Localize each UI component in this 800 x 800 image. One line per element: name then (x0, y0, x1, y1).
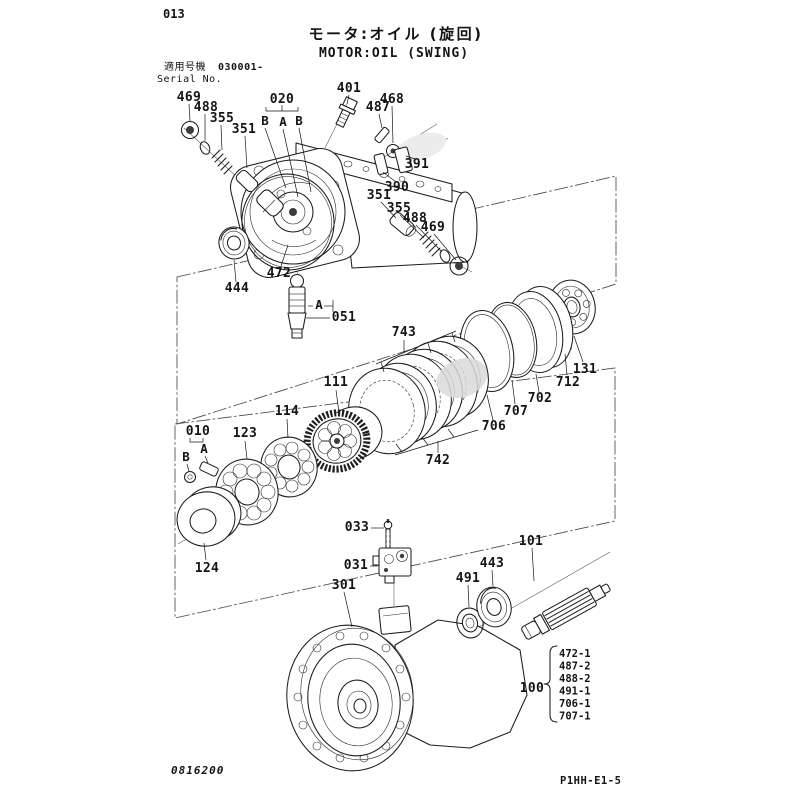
bolt-401 (335, 96, 358, 128)
part-label-131: 131 (573, 362, 597, 377)
serial-label-en: Serial No. (157, 74, 222, 85)
part-label-020: 020 (270, 92, 294, 107)
part-label-351: 351 (232, 122, 256, 137)
part-label-401: 401 (337, 81, 361, 96)
plate-391 (394, 146, 413, 174)
motor-head-assembly (230, 142, 478, 278)
part-label-123: 123 (233, 426, 257, 441)
part-label-469: 469 (177, 90, 201, 105)
serial-value: 030001- (218, 62, 264, 73)
shaft-101 (521, 583, 611, 640)
page-header: 013 モータ:オイル (旋回) MOTOR:OIL (SWING) 適用号機 … (157, 7, 484, 85)
part-label-712: 712 (556, 375, 580, 390)
plate-390 (373, 152, 389, 176)
valve-block-031 (372, 547, 412, 606)
marker-b2: B (295, 113, 303, 128)
drawing-code: P1HH-E1-5 (560, 775, 621, 787)
part-label-355: 355 (210, 111, 234, 126)
spring-355-top (211, 149, 233, 175)
motor-case-301 (286, 605, 528, 772)
part-label-487: 487 (366, 100, 390, 115)
page-title-jp: モータ:オイル (旋回) (309, 25, 484, 43)
group-100-item: 491-1 (559, 686, 591, 698)
valve-351-top (235, 169, 259, 193)
part-label-742: 742 (426, 453, 450, 468)
group-100-item: 488-2 (559, 673, 591, 685)
serial-label-jp: 適用号機 (164, 60, 206, 73)
part-label-743: 743 (392, 325, 416, 340)
o-ring-488-right (439, 249, 451, 263)
page-title-en: MOTOR:OIL (SWING) (319, 46, 469, 61)
valve-351-right (389, 212, 417, 237)
part-labels: 469 488 355 351 020 B A B 401 487 468 39… (177, 81, 597, 593)
group-100-label: 100 (520, 681, 544, 696)
plug-469-top (180, 120, 200, 140)
part-label-114: 114 (275, 404, 299, 419)
bearing-444 (218, 226, 250, 260)
part-label-101: 101 (519, 534, 543, 549)
pin-487 (374, 126, 390, 144)
marker-a1: A (279, 114, 287, 129)
part-label-010: 010 (186, 424, 210, 439)
o-ring-488-top (199, 141, 211, 155)
part-label-491: 491 (456, 571, 480, 586)
marker-a3: A (200, 441, 208, 456)
part-label-391: 391 (405, 157, 429, 172)
part-label-488: 488 (194, 100, 218, 115)
part-label-469b: 469 (421, 220, 445, 235)
part-label-031: 031 (344, 558, 368, 573)
part-label-033: 033 (345, 520, 369, 535)
marker-a2: A (315, 297, 323, 312)
part-label-468: 468 (380, 92, 404, 107)
part-label-301: 301 (332, 578, 356, 593)
part-label-390: 390 (385, 180, 409, 195)
part-label-124: 124 (195, 561, 219, 576)
spring-355-right (419, 231, 441, 257)
part-label-706: 706 (482, 419, 506, 434)
part-label-702: 702 (528, 391, 552, 406)
part-label-051: 051 (332, 310, 356, 325)
doc-number: 0816200 (171, 764, 224, 777)
sleeve-plug-top (256, 189, 284, 217)
valve-assembly-051 (287, 273, 307, 339)
group-100-item: 487-2 (559, 661, 591, 673)
bearing-443 (476, 586, 512, 628)
part-label-355b: 355 (387, 201, 411, 216)
marker-b1: B (261, 113, 269, 128)
fastener-set-010 (183, 461, 219, 484)
part-label-444: 444 (225, 281, 249, 296)
cylinder-block-111 (303, 406, 383, 473)
part-label-488b: 488 (403, 211, 427, 226)
group-100-item: 472-1 (559, 648, 591, 660)
part-label-443: 443 (480, 556, 504, 571)
group-100-item: 706-1 (559, 698, 591, 710)
part-label-111: 111 (324, 375, 348, 390)
page-code: 013 (163, 7, 185, 21)
seal-491 (456, 607, 484, 639)
page-footer: 0816200 P1HH-E1-5 (171, 764, 621, 787)
part-label-351b: 351 (367, 188, 391, 203)
watermark-blob-discs (436, 358, 488, 398)
part-label-472: 472 (267, 266, 291, 281)
leader-lines (186, 94, 584, 628)
plug-469-right (449, 256, 469, 276)
group-100-item: 707-1 (559, 711, 591, 723)
thrust-washer-124 (176, 486, 242, 547)
group-100-list: 100 472-1 487-2 488-2 491-1 706-1 707-1 (520, 645, 591, 723)
part-label-707: 707 (504, 404, 528, 419)
marker-b3: B (182, 449, 190, 464)
